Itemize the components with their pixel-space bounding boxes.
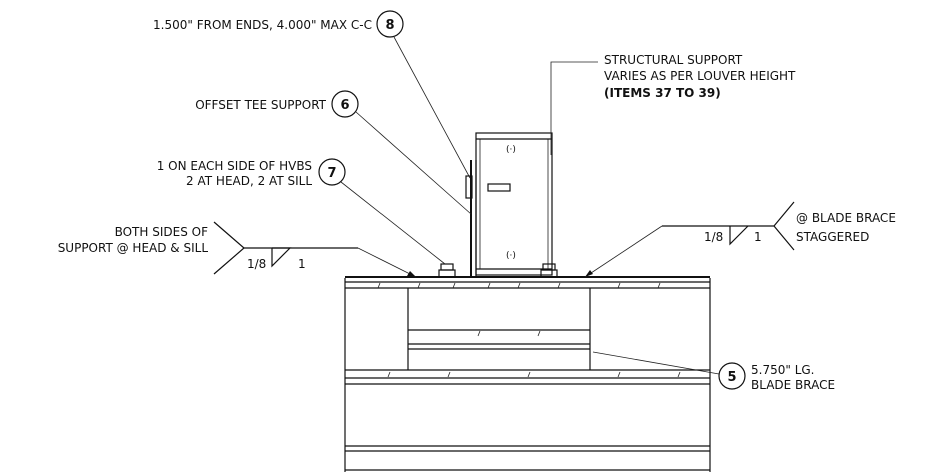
offset-tee-support bbox=[465, 160, 477, 278]
callout-7-line2: 2 AT HEAD, 2 AT SILL bbox=[186, 174, 312, 188]
callout-5-line1: 5.750" LG. bbox=[751, 363, 815, 377]
callout-5: 5 5.750" LG. BLADE BRACE bbox=[592, 351, 835, 392]
callout-6-number: 6 bbox=[340, 98, 349, 113]
callout-8-number: 8 bbox=[385, 18, 394, 33]
louver-frame bbox=[344, 276, 711, 472]
callout-8: 1.500" FROM ENDS, 4.000" MAX C-C 8 bbox=[153, 10, 471, 179]
svg-text:(·): (·) bbox=[506, 145, 516, 155]
weld-right-line2: STAGGERED bbox=[796, 230, 869, 244]
structural-support-note: STRUCTURAL SUPPORT VARIES AS PER LOUVER … bbox=[550, 53, 796, 155]
weld-right-length: 1 bbox=[754, 230, 762, 244]
callout-5-number: 5 bbox=[727, 370, 736, 385]
callout-7-number: 7 bbox=[327, 166, 336, 181]
structural-note-line2: VARIES AS PER LOUVER HEIGHT bbox=[604, 69, 796, 83]
weld-right-size: 1/8 bbox=[704, 230, 723, 244]
hvbs-bolt-right bbox=[540, 263, 558, 278]
weld-symbol-left: BOTH SIDES OF SUPPORT @ HEAD & SILL 1/8 … bbox=[58, 221, 417, 278]
callout-7: 1 ON EACH SIDE OF HVBS 2 AT HEAD, 2 AT S… bbox=[157, 158, 446, 265]
structural-support-channel: (·) (·) bbox=[475, 132, 553, 276]
weld-right-line1: @ BLADE BRACE bbox=[796, 211, 896, 225]
weld-left-line2: SUPPORT @ HEAD & SILL bbox=[58, 241, 209, 255]
structural-note-line3: (ITEMS 37 TO 39) bbox=[604, 86, 721, 100]
svg-text:(·): (·) bbox=[506, 251, 516, 261]
hvbs-bolt-left bbox=[438, 263, 456, 278]
callout-5-line2: BLADE BRACE bbox=[751, 378, 835, 392]
callout-6: OFFSET TEE SUPPORT 6 bbox=[195, 90, 472, 215]
structural-note-line1: STRUCTURAL SUPPORT bbox=[604, 53, 743, 67]
callout-8-text: 1.500" FROM ENDS, 4.000" MAX C-C bbox=[153, 18, 372, 32]
callout-6-text: OFFSET TEE SUPPORT bbox=[195, 98, 326, 112]
weld-left-length: 1 bbox=[298, 257, 306, 271]
weld-symbol-right: 1/8 1 @ BLADE BRACE STAGGERED bbox=[584, 201, 896, 278]
weld-left-line1: BOTH SIDES OF bbox=[115, 225, 208, 239]
weld-left-size: 1/8 bbox=[247, 257, 266, 271]
callout-7-line1: 1 ON EACH SIDE OF HVBS bbox=[157, 159, 312, 173]
